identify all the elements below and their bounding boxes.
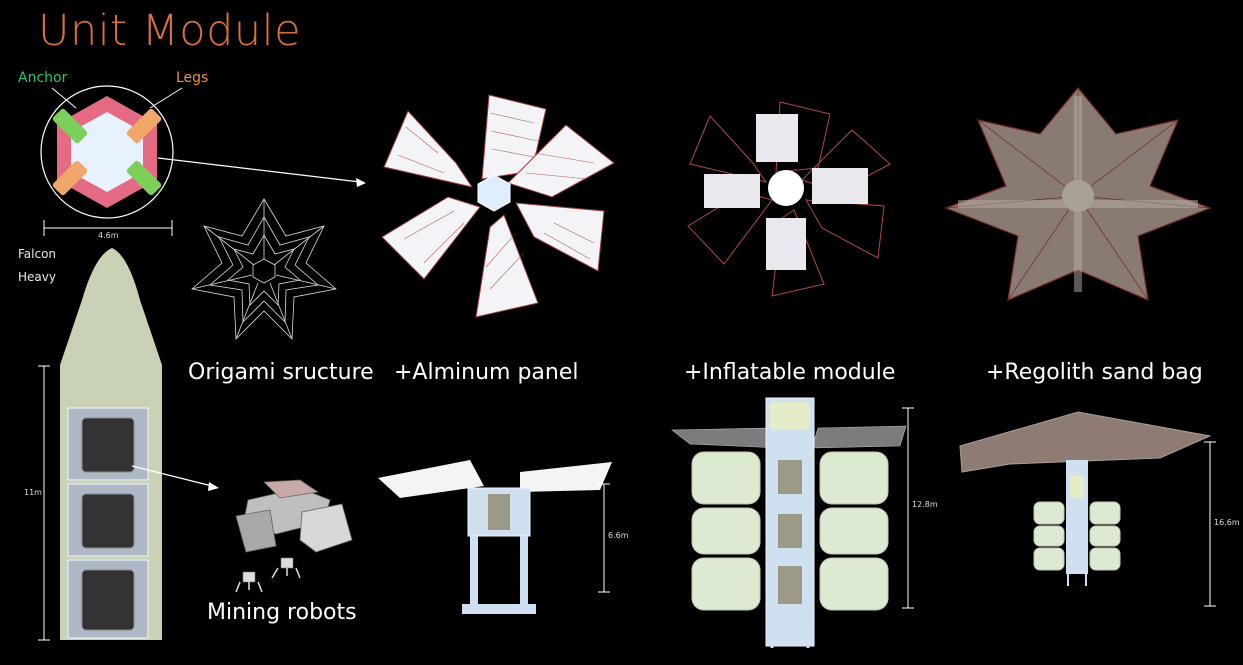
- legs-label: Legs: [176, 70, 209, 86]
- aluminum-height-label: 6.6m: [608, 531, 629, 540]
- regolith-height-label: 16.6m: [1214, 518, 1240, 527]
- page-title: Unit Module: [38, 6, 302, 56]
- caption-aluminum: +Alminum panel: [394, 360, 579, 385]
- caption-regolith: +Regolith sand bag: [986, 360, 1203, 385]
- anchor-label: Anchor: [18, 70, 68, 86]
- caption-origami: Origami sructure: [188, 360, 374, 385]
- rocket-height-label: 11m: [24, 488, 42, 497]
- rocket-name-line2: Heavy: [18, 270, 56, 284]
- caption-inflatable: +Inflatable module: [684, 360, 896, 385]
- width-dimension-label: 4.6m: [98, 231, 119, 240]
- inflatable-height-label: 12.8m: [912, 500, 938, 509]
- rocket-name-line1: Falcon: [18, 247, 57, 261]
- caption-robots: Mining robots: [207, 600, 357, 625]
